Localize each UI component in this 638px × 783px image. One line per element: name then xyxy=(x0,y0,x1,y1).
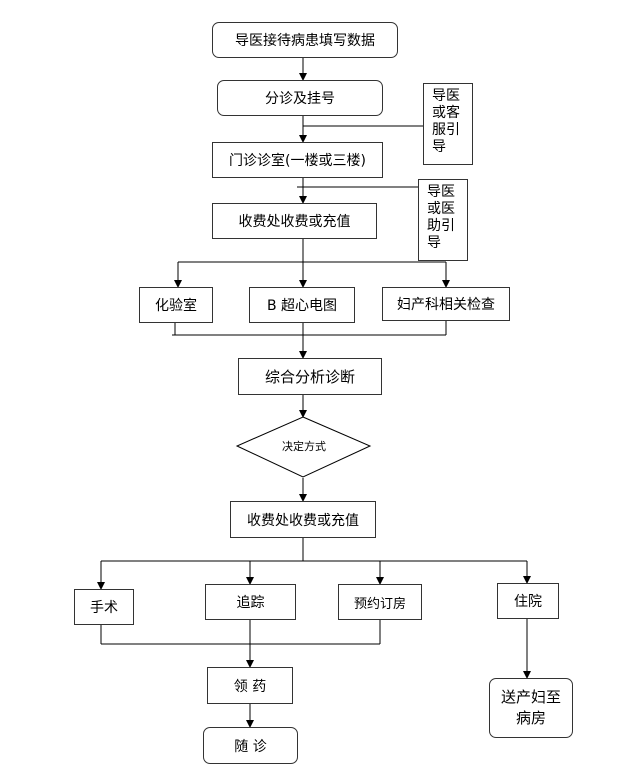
step-ward: 送产妇至病房 xyxy=(489,678,573,738)
decision-diamond xyxy=(235,416,372,478)
step-ultrasound-ecg: B 超心电图 xyxy=(249,287,355,323)
option-booking: 预约订房 xyxy=(338,584,422,620)
step-triage: 分诊及挂号 xyxy=(217,80,383,116)
step-medicine: 领 药 xyxy=(207,667,293,704)
option-followup: 追踪 xyxy=(205,584,296,620)
decision-label: 决定方式 xyxy=(282,440,326,453)
step-reception: 导医接待病患填写数据 xyxy=(212,22,398,58)
option-admission: 住院 xyxy=(497,583,559,619)
step-revisit: 随 诊 xyxy=(203,727,298,764)
step-payment-2: 收费处收费或充值 xyxy=(230,501,376,538)
step-lab: 化验室 xyxy=(139,287,213,323)
step-gyn-exam: 妇产科相关检查 xyxy=(382,287,510,321)
step-clinic: 门诊诊室(一楼或三楼) xyxy=(212,142,383,178)
step-diagnosis: 综合分析诊断 xyxy=(238,358,382,395)
note-guide-service: 导医或客服引导 xyxy=(423,83,473,165)
step-payment-1: 收费处收费或充值 xyxy=(212,203,377,239)
note-guide-assistant: 导医或医助引导 xyxy=(418,179,468,261)
option-surgery: 手术 xyxy=(74,589,134,625)
